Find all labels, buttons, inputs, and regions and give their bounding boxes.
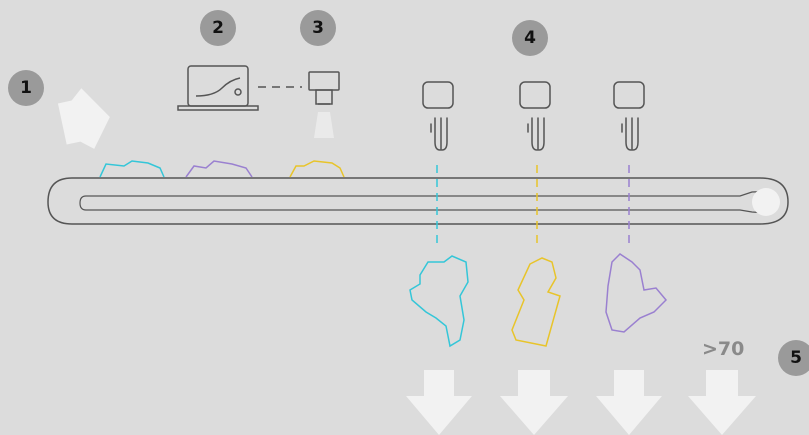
sorted-item-cyan — [409, 255, 469, 348]
laptop-icon — [177, 65, 259, 111]
sorted-item-purple — [605, 253, 668, 333]
step-badge-4: 4 — [512, 20, 548, 56]
camera-light-beam — [314, 112, 334, 138]
camera-icon — [308, 71, 340, 105]
arrow-down-icon — [500, 370, 568, 435]
arrow-down-icon — [688, 370, 756, 435]
step-badge-3: 3 — [300, 10, 336, 46]
arrow-down-icon — [596, 370, 662, 435]
arrow-right-icon — [57, 88, 110, 149]
waste-item-yellow — [289, 160, 345, 178]
conveyor-roller — [752, 188, 780, 216]
gripper-icon — [422, 81, 454, 151]
waste-item-purple — [185, 160, 253, 178]
gripper-icon — [613, 81, 645, 151]
conveyor-belt — [47, 177, 789, 225]
step-badge-2: 2 — [200, 10, 236, 46]
waste-item-cyan — [99, 160, 165, 178]
gripper-icon — [519, 81, 551, 151]
step-badge-1: 1 — [8, 70, 44, 106]
conveyor-belt-inner — [79, 191, 779, 213]
category-count-label: >70 — [702, 338, 745, 360]
arrow-down-icon — [406, 370, 472, 435]
step-badge-5: 5 — [778, 340, 809, 376]
sorted-item-yellow — [511, 257, 561, 347]
